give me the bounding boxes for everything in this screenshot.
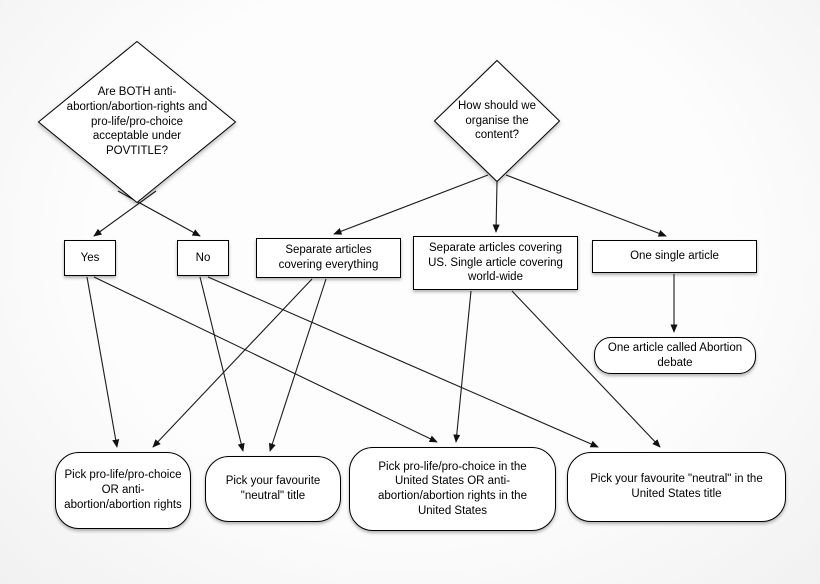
node-separate-everything-label: Separate articles covering everything: [278, 244, 379, 271]
node-pick-neutral-us: Pick your favourite "neutral" in the Uni…: [567, 452, 786, 522]
edge-separate-everything-to-pick-prolife: [152, 278, 313, 448]
node-pick-neutral: Pick your favourite "neutral" title: [205, 456, 341, 522]
node-pick-prolife-label: Pick pro-life/pro-choice OR anti-abortio…: [64, 469, 182, 511]
node-pick-neutral-label: Pick your favourite "neutral" title: [225, 475, 321, 502]
node-no: No: [177, 240, 229, 276]
node-separate-everything: Separate articles covering everything: [256, 238, 401, 278]
edge-organise-to-one-single: [505, 174, 667, 237]
node-pick-prolife-us-label: Pick pro-life/pro-choice in the United S…: [378, 460, 527, 517]
node-povtitle-question: Are BOTH anti-abortion/abortion-rights a…: [37, 40, 237, 204]
node-organise-question: How should we organise the content?: [433, 59, 561, 183]
node-separate-us: Separate articles covering US. Single ar…: [413, 236, 578, 290]
edge-organise-to-separate-us: [492, 181, 500, 233]
edge-separate-everything-to-pick-neutral: [268, 278, 327, 452]
node-one-single-article-label: One single article: [630, 250, 719, 263]
node-pick-neutral-us-label: Pick your favourite "neutral" in the Uni…: [590, 473, 763, 500]
edge-separate-us-to-pick-neutral-us: [511, 290, 661, 448]
node-yes: Yes: [64, 240, 116, 276]
edge-organise-to-separate-everything: [333, 174, 489, 235]
node-pick-prolife: Pick pro-life/pro-choice OR anti-abortio…: [55, 452, 191, 529]
edge-no-to-pick-neutral-us: [207, 276, 599, 448]
node-abortion-debate: One article called Abortion debate: [594, 337, 756, 374]
node-povtitle-question-label: Are BOTH anti-abortion/abortion-rights a…: [66, 86, 208, 158]
edge-no-to-pick-neutral: [199, 276, 245, 452]
edge-povtitle-to-yes: [93, 190, 157, 237]
node-organise-question-label: How should we organise the content?: [458, 99, 536, 142]
node-abortion-debate-label: One article called Abortion debate: [607, 341, 743, 369]
edge-yes-to-pick-prolife: [86, 276, 120, 448]
edge-yes-to-pick-prolife-us: [93, 276, 438, 443]
diamond-shape: [37, 40, 237, 204]
node-no-label: No: [195, 251, 211, 264]
node-yes-label: Yes: [80, 251, 100, 264]
node-separate-us-label: Separate articles covering US. Single ar…: [428, 241, 563, 284]
diamond-shape: [433, 59, 561, 183]
edge-separate-us-to-pick-prolife-us: [453, 290, 472, 443]
node-one-single-article: One single article: [592, 240, 757, 273]
node-pick-prolife-us: Pick pro-life/pro-choice in the United S…: [349, 447, 556, 531]
